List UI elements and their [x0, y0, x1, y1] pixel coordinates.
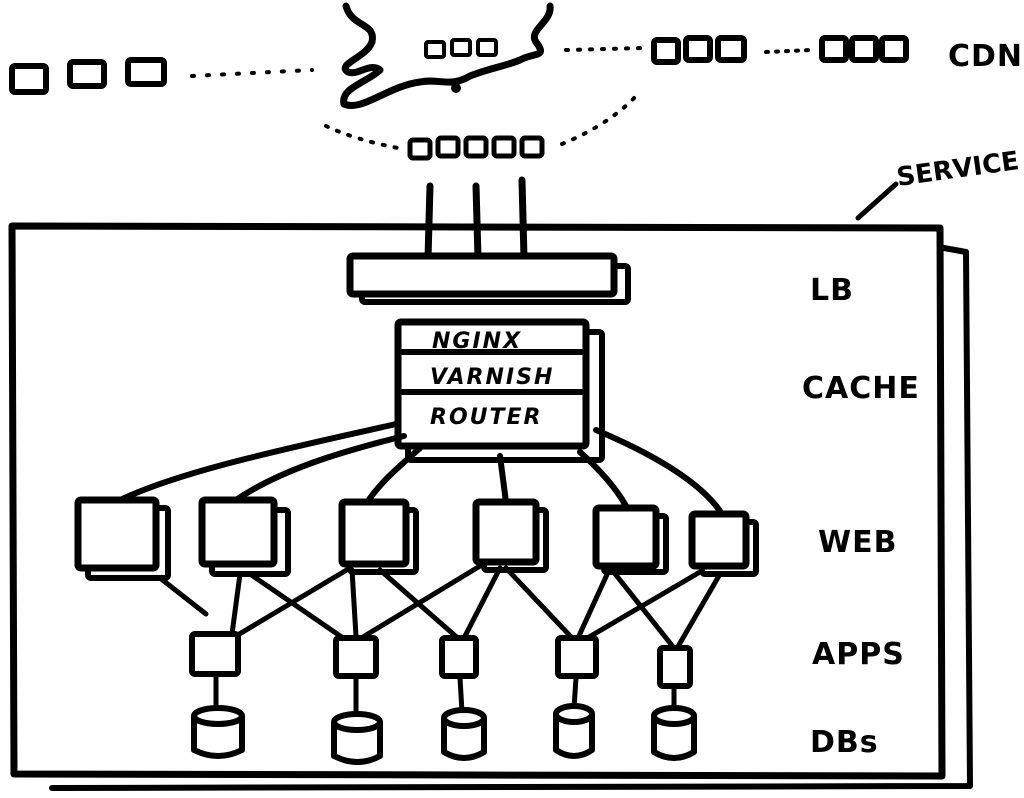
web-server	[592, 504, 669, 575]
cdn-dotted-link	[764, 48, 814, 54]
cdn-node	[476, 38, 498, 57]
cdn-node	[435, 135, 461, 159]
database	[441, 707, 487, 761]
web-server	[338, 498, 419, 575]
cdn-node-group-mid	[651, 35, 747, 65]
app-server	[657, 645, 693, 689]
service-frame-shadow	[49, 245, 973, 791]
web-to-app-links	[157, 563, 723, 653]
app-server	[439, 635, 479, 679]
app-server	[333, 635, 379, 679]
cdn-node	[519, 135, 545, 159]
web-label: WEB	[818, 525, 897, 560]
cache-label: CACHE	[802, 371, 920, 406]
app-server	[555, 635, 599, 679]
app-server	[189, 631, 241, 677]
cdn-node	[9, 63, 49, 95]
service-frame-border	[8, 222, 946, 780]
cdn-node-group-left	[9, 57, 167, 95]
cdn-node-group-origin	[424, 38, 498, 59]
cache-stack: NGINX VARNISH ROUTER	[394, 318, 605, 463]
cdn-node	[819, 35, 849, 63]
cdn-node	[67, 59, 107, 89]
database	[331, 711, 383, 765]
service-frame: SERVICE	[8, 146, 1021, 791]
database	[553, 703, 595, 759]
cdn-to-lb-links	[424, 176, 528, 262]
apps-label: APPS	[812, 637, 905, 672]
cdn-node	[463, 135, 489, 159]
web-server	[688, 510, 759, 577]
service-label-pointer	[855, 181, 899, 221]
cache-to-web-links	[113, 421, 725, 517]
cdn-label: CDN	[948, 39, 1023, 74]
cdn-node-group-lower	[407, 135, 545, 161]
cdn-node	[879, 35, 909, 63]
app-to-db-links	[213, 673, 677, 717]
cdn-node	[849, 35, 879, 63]
web-server	[472, 498, 549, 573]
cdn-node	[491, 135, 517, 159]
service-label: SERVICE	[895, 146, 1021, 193]
app-tier	[189, 631, 693, 689]
cache-layer-varnish: VARNISH	[430, 365, 554, 390]
web-server	[198, 496, 291, 577]
load-balancer-box	[346, 252, 618, 298]
db-tier	[191, 703, 697, 765]
cdn-origin-cloud	[340, 2, 554, 109]
cache-layer-router: ROUTER	[430, 405, 542, 430]
cdn-node	[715, 35, 747, 63]
database	[191, 705, 245, 759]
cdn-node	[450, 38, 472, 57]
web-server	[74, 496, 171, 581]
cache-layer-nginx: NGINX	[432, 329, 522, 354]
web-tier	[74, 496, 759, 581]
cdn-node-group-right	[819, 35, 909, 63]
cdn-dotted-link	[560, 94, 638, 146]
cdn-node	[683, 35, 713, 63]
cdn-network: CDN	[9, 2, 1023, 161]
cdn-node	[651, 37, 681, 65]
cdn-origin-dot	[451, 83, 461, 93]
cdn-dotted-link	[190, 68, 314, 78]
cdn-node	[424, 40, 446, 59]
load-balancer	[346, 252, 631, 305]
cdn-node	[407, 137, 433, 161]
database	[651, 705, 697, 761]
dbs-label: DBs	[810, 725, 879, 760]
lb-label: LB	[810, 273, 854, 308]
cdn-dotted-link	[324, 124, 400, 150]
cdn-node	[125, 57, 167, 87]
cdn-dotted-link	[564, 46, 646, 52]
